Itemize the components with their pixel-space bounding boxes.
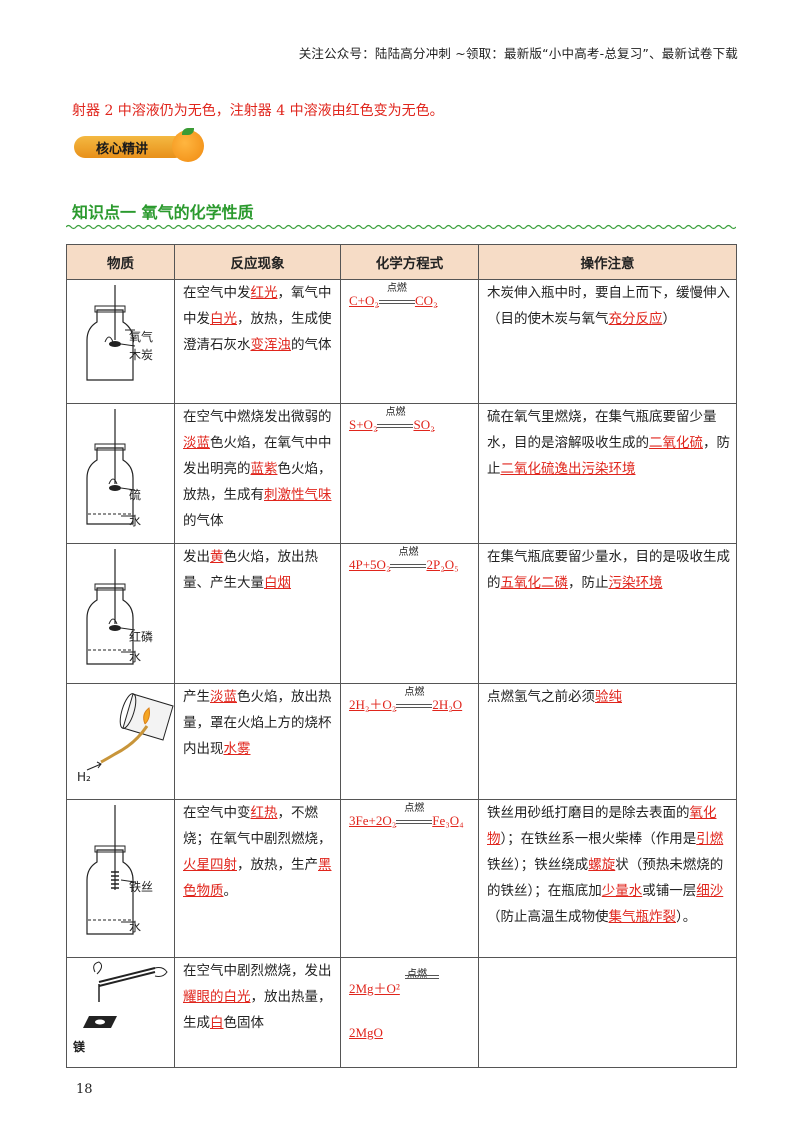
col-header-equation: 化学方程式 (340, 244, 479, 280)
leaf-icon (182, 128, 194, 135)
phosphorus-apparatus: 红磷 水 (66, 543, 175, 684)
equation-left: 2Mg＋O² (349, 981, 400, 996)
charcoal-apparatus: 氧气 木炭 (66, 279, 175, 404)
intro-line: 射器 2 中溶液仍为无色，注射器 4 中溶液由红色变为无色。 (72, 103, 444, 119)
table-row: 氧气 木炭 在空气中发红光，氧气中中发白光，放热，生成使澄清石灰水变浑浊的气体 … (66, 279, 737, 404)
wavy-divider (66, 224, 736, 230)
notes-cell: 在集气瓶底要留少量水，目的是吸收生成的五氧化二磷，防止污染环境 (478, 543, 737, 684)
phenomenon-cell: 在空气中燃烧发出微弱的淡蓝色火焰，在氧气中中发出明亮的蓝紫色火焰，放热，生成有刺… (174, 403, 341, 544)
knowledge-table: 物质 反应现象 化学方程式 操作注意 氧气 木炭 在空气中发 (66, 244, 737, 1068)
table-header-row: 物质 反应现象 化学方程式 操作注意 (66, 244, 737, 280)
notes-cell: 硫在氧气里燃烧，在集气瓶底要留少量水，目的是溶解吸收生成的二氧化硫，防止二氧化硫… (478, 403, 737, 544)
notes-cell: 铁丝用砂纸打磨目的是除去表面的氧化物）；在铁丝系一根火柴棒（作用是引燃铁丝）；铁… (478, 799, 737, 958)
flask-diagram-icon (86, 285, 136, 381)
phenomenon-cell: 在空气中剧烈燃烧，发出 耀眼的白光，放出热量，生成白色固体 (174, 957, 341, 1068)
orange-icon (172, 130, 204, 162)
label-sulfur: 硫 (129, 488, 142, 502)
label-red-phosphorus: 红磷 (129, 630, 154, 644)
col-header-substance: 物质 (66, 244, 175, 280)
magnesium-apparatus: 镁 (66, 957, 175, 1068)
label-hydrogen: H₂ (77, 770, 91, 784)
badge-bar (74, 136, 186, 158)
page-header: 关注公众号：陆陆高分冲刺 ~领取：最新版“小中高考-总复习”、最新试卷下载 (298, 46, 738, 61)
label-iron-wire: 铁丝 (129, 880, 154, 894)
phenomenon-cell: 在空气中发红光，氧气中中发白光，放热，生成使澄清石灰水变浑浊的气体 (174, 279, 341, 404)
notes-cell: 点燃氢气之前必须验纯 (478, 683, 737, 800)
flask-diagram-icon (86, 805, 136, 935)
col-header-notes: 操作注意 (478, 244, 737, 280)
flask-diagram-icon (86, 409, 136, 525)
label-water: 水 (129, 920, 142, 934)
section-badge: 核心精讲 (74, 128, 210, 164)
label-oxygen: 氧气 (129, 330, 154, 344)
equation-right: 2MgO (349, 1025, 383, 1040)
notes-cell (478, 957, 737, 1068)
label-water: 水 (129, 650, 142, 664)
equation-cell: 点燃 2Mg＋O² 2MgO (340, 957, 479, 1068)
iron-apparatus: 铁丝 水 (66, 799, 175, 958)
section-title: 知识点一 氧气的化学性质 (72, 203, 254, 222)
label-magnesium: 镁 (73, 1040, 86, 1054)
hydrogen-apparatus: H₂ (66, 683, 175, 800)
table-row: 镁 在空气中剧烈燃烧，发出 耀眼的白光，放出热量，生成白色固体 点燃 2Mg＋O… (66, 957, 737, 1068)
sulfur-apparatus: 硫 水 (66, 403, 175, 544)
col-header-phenomenon: 反应现象 (174, 244, 341, 280)
label-water: 水 (129, 514, 142, 528)
beaker-diagram-icon (86, 693, 174, 771)
table-row: 硫 水 在空气中燃烧发出微弱的淡蓝色火焰，在氧气中中发出明亮的蓝紫色火焰，放热，… (66, 403, 737, 544)
phenomenon-cell: 在空气中变红热，不燃烧；在氧气中剧烈燃烧，火星四射，放热，生产黑色物质。 (174, 799, 341, 958)
badge-label: 核心精讲 (96, 142, 149, 157)
flask-diagram-icon (86, 549, 136, 665)
phenomenon-cell: 产生淡蓝色火焰，放出热量，罩在火焰上方的烧杯内出现水雾 (174, 683, 341, 800)
page-number: 18 (76, 1082, 93, 1097)
phenomenon-cell: 发出黄色火焰，放出热量、产生大量白烟 (174, 543, 341, 684)
label-charcoal: 木炭 (129, 348, 154, 362)
notes-cell: 木炭伸入瓶中时，要自上而下，缓慢伸入（目的使木炭与氧气充分反应） (478, 279, 737, 404)
equation-condition: 点燃 (407, 969, 427, 980)
tongs-diagram-icon (83, 961, 168, 1028)
table-row: 铁丝 水 在空气中变红热，不燃烧；在氧气中剧烈燃烧，火星四射，放热，生产黑色物质… (66, 799, 737, 958)
